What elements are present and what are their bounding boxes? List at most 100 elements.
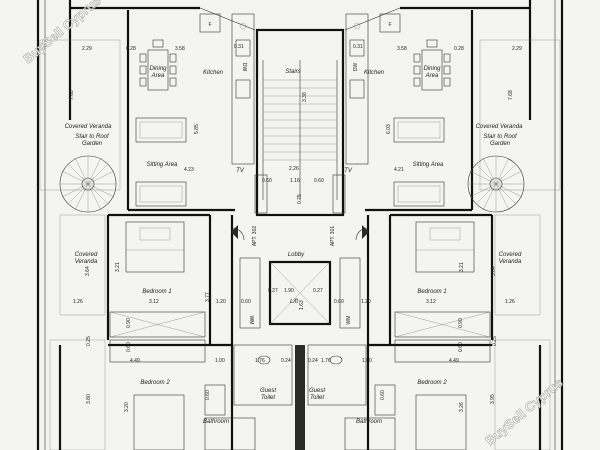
kitchen-label-right: Kitchen [364,70,385,76]
stair-core [254,28,346,217]
dim-label: 2.29 [82,46,92,52]
spiral-stair-left [59,155,117,213]
dim-label: 0.31 [234,44,244,50]
sofas-left [135,117,187,207]
dim-label: 5.85 [194,124,200,134]
dim-label: 3.95 [490,394,496,404]
dining-table-left [139,39,177,91]
dw-label-right: DW [353,63,359,72]
wardrobes [109,311,491,363]
dim-label: 0.75 [297,194,303,204]
dim-label: 0.90 [458,318,464,328]
dim-label: 3.20 [124,402,130,412]
bed-bedroom2-left [133,394,185,450]
dim-label: 3.64 [491,266,497,276]
sofas-right [393,117,445,207]
dim-label: 1.76 [321,358,331,364]
dim-label: 0.28 [126,46,136,52]
dim-label: 0.24 [308,358,318,364]
dim-label: 0.60 [380,390,386,400]
dim-label: 0.28 [454,46,464,52]
dim-label: 1.90 [284,288,294,294]
bed-bedroom2-right [415,394,467,450]
dim-label: 1.00 [215,358,225,364]
dim-label: 0.27 [268,288,278,294]
dim-label: 3.21 [115,262,121,272]
bathroom-label-right: Bathroom [356,419,382,425]
bedroom2-label-right: Bedroom 2 [417,380,447,386]
dim-label: 1.26 [505,299,515,305]
dim-label: 0.60 [205,390,211,400]
lobby-lift [230,215,370,345]
sitting-label-right: Sitting Area [413,162,444,168]
tv-label-right: TV [344,168,353,174]
fridge-label-right: F [388,22,391,28]
wm-label-left: WM [248,316,254,325]
dim-label: 0.25 [492,336,498,346]
dim-label: 0.60 [334,299,344,305]
dim-label: 3.58 [175,46,185,52]
dim-label: 0.60 [241,299,251,305]
dim-label: 4.23 [184,167,194,173]
dim-label: 3.38 [302,92,308,102]
dim-label: 1.63 [299,300,305,310]
dim-label: 3.58 [397,46,407,52]
bedroom2-label-left: Bedroom 2 [140,380,170,386]
lobby-label: Lobby [288,252,305,258]
dim-label: 2.29 [512,46,522,52]
dim-label: 4.21 [394,167,404,173]
dim-label: 7.68 [69,90,75,100]
dim-label: 0.60 [458,342,464,352]
dim-label: 3.80 [86,394,92,404]
bed-bedroom1-left [125,221,185,273]
dim-label: 2.26 [289,166,299,172]
dim-label: 0.60 [126,342,132,352]
dim-label: 3.21 [459,262,465,272]
fridge-label-left: F [208,22,211,28]
dim-label: 1.16 [290,178,300,184]
dim-label: 0.31 [353,44,363,50]
dim-label: 3.26 [459,402,465,412]
dim-label: 3.12 [149,299,159,305]
dim-label: 1.26 [73,299,83,305]
dw-label-left: DW [241,63,247,72]
covered-veranda-top-right: Covered Veranda [476,124,523,130]
bed-bedroom1-right [415,221,475,273]
lift-label: Lift [290,299,298,305]
wm-label-right: WM [346,316,352,325]
dim-label: 3.64 [85,266,91,276]
dimension-labels: 2.29 0.28 3.58 0.31 0.31 3.58 0.28 2.29 … [69,44,522,412]
apt-301-label: APT. 301 [330,226,336,247]
bedroom-walls [58,213,542,450]
outer-walls [36,0,564,450]
dim-label: 1.20 [361,299,371,305]
covered-veranda-top-left: Covered Veranda [65,124,112,130]
bathroom-label-left: Bathroom [203,419,229,425]
dining-table-right [413,39,451,91]
tv-label-left: TV [236,168,245,174]
dim-label: 0.24 [281,358,291,364]
dim-label: 4.49 [449,358,459,364]
dim-label: 0.60 [262,178,272,184]
dim-label: 1.20 [216,299,226,305]
kitchen-label-left: Kitchen [203,70,224,76]
wet-rooms [204,344,396,450]
dim-label: 3.77 [205,292,211,302]
stairs-label: Stairs [285,69,300,75]
kitchen-counters [199,13,401,165]
dim-label: 0.60 [314,178,324,184]
dim-label: 3.12 [426,299,436,305]
spiral-stair-right [467,155,525,213]
dim-label: 0.90 [126,318,132,328]
dim-label: 7.68 [508,90,514,100]
